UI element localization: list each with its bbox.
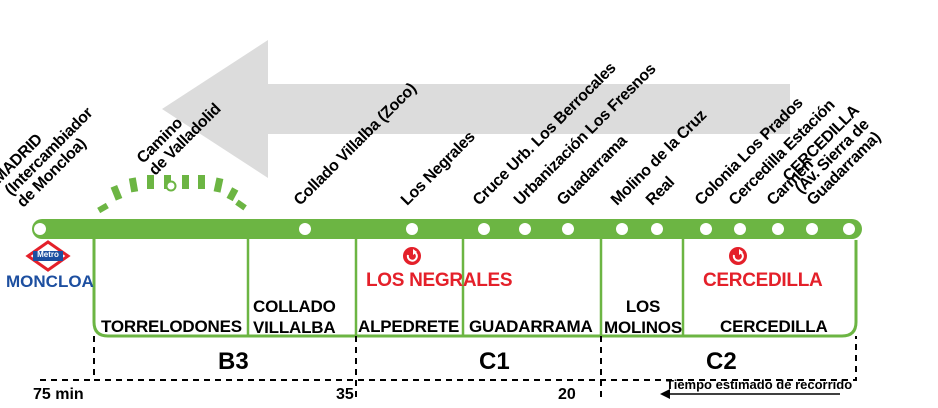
municipality-label: GUADARRAMA — [469, 317, 593, 336]
municipality-label: CERCEDILLA — [720, 317, 828, 336]
metro-station-label: MONCLOA — [6, 272, 94, 291]
circular-route-icon — [403, 247, 421, 265]
terminal-label: LOS NEGRALES — [366, 270, 513, 291]
stop-dots — [34, 223, 855, 235]
time-label: 75 min — [33, 386, 84, 403]
fare-zone-label: B3 — [218, 348, 249, 375]
circular-route-icon — [729, 247, 747, 265]
municipality-label: ALPEDRETE — [358, 317, 460, 336]
municipality-label: LOS MOLINOS — [604, 297, 682, 337]
time-label: 20 — [558, 386, 576, 403]
municipality-label: TORRELODONES — [101, 317, 242, 336]
time-label: 35 — [336, 386, 354, 403]
terminal-label: CERCEDILLA — [703, 270, 823, 291]
metro-logo-text: Metro — [37, 250, 59, 259]
time-arrow-head — [660, 389, 670, 399]
line-outline — [92, 222, 858, 338]
direction-arrow — [162, 40, 790, 178]
metro-logo — [25, 240, 71, 272]
municipality-label: COLLADO VILLALBA — [253, 297, 336, 337]
fare-zone-bracket — [93, 336, 857, 381]
time-note: Tiempo estimado de recorrido — [666, 377, 853, 392]
fare-zone-label: C1 — [479, 348, 510, 375]
fare-zone-label: C2 — [706, 348, 737, 375]
